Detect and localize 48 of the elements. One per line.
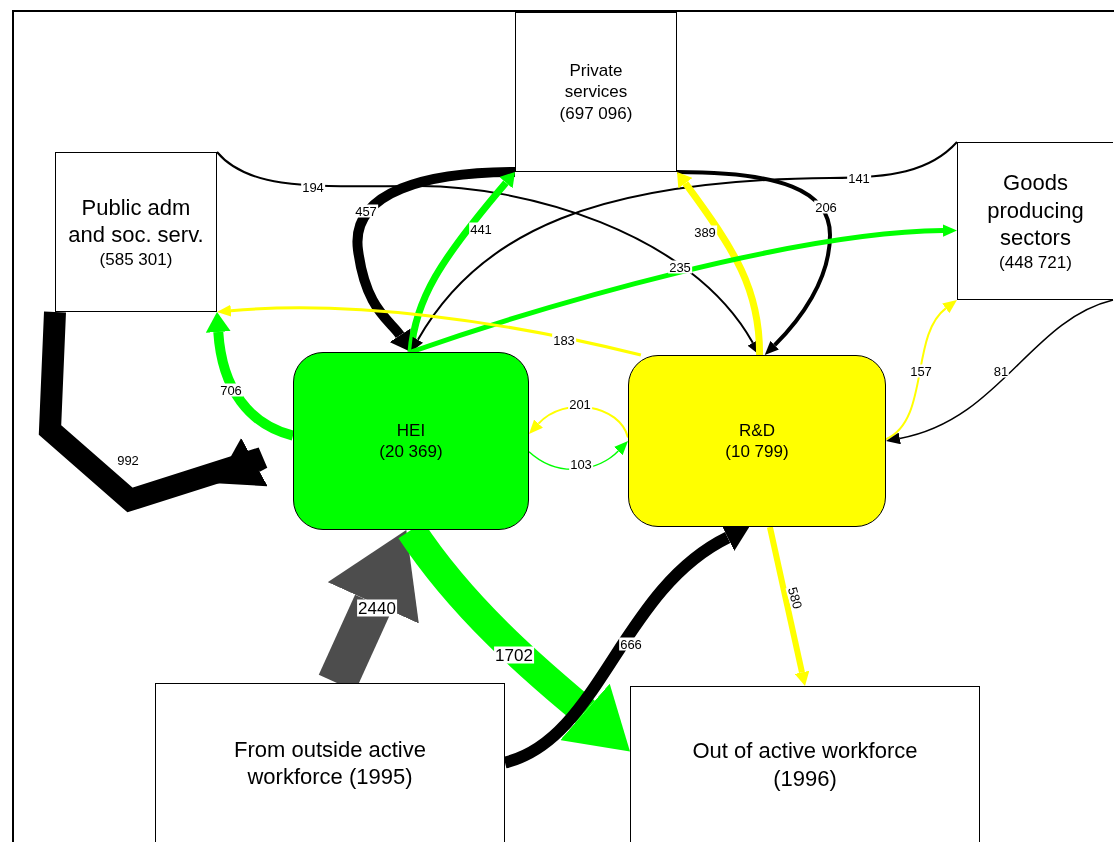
node-count: (697 096)	[559, 102, 633, 124]
node-title: HEI	[396, 419, 426, 441]
edge-label: 141	[847, 171, 871, 185]
edge-label: 235	[668, 260, 692, 274]
edge-label: 103	[569, 457, 593, 471]
edge-label: 666	[619, 637, 643, 651]
edge-label: 194	[301, 180, 325, 194]
flow-arrow	[528, 441, 629, 470]
edge-label: 183	[552, 333, 576, 347]
edge-label: 1702	[494, 646, 534, 664]
workforce-box	[630, 686, 980, 842]
workforce-box	[155, 683, 505, 842]
flow-arrow	[886, 299, 1114, 445]
flow-arrow	[205, 312, 295, 441]
node-title: R&D	[739, 419, 775, 441]
node-title: Out of active workforce (1996)	[691, 737, 919, 792]
edge-label: 441	[469, 222, 493, 236]
edge-label: 81	[992, 364, 1010, 378]
sector-box	[55, 152, 217, 312]
edge-label: 389	[693, 225, 717, 239]
node-count: (585 301)	[99, 248, 173, 271]
flow-arrow	[766, 526, 810, 686]
flow-arrow	[677, 171, 764, 356]
edge-label: 201	[568, 397, 592, 411]
node-count: (10 799)	[725, 441, 789, 463]
edge-label: 2440	[357, 599, 397, 617]
edge-label: 157	[909, 364, 933, 378]
node-count: (20 369)	[379, 441, 443, 463]
sector-box	[957, 142, 1113, 300]
sector-box	[515, 12, 677, 172]
edge-label: 706	[219, 383, 243, 397]
edge-label: 457	[354, 204, 378, 218]
flow-arrow	[217, 304, 642, 357]
edge-label: 992	[116, 453, 140, 467]
flow-arrow	[676, 170, 832, 356]
flow-arrow	[410, 141, 958, 352]
edge-label: 206	[814, 200, 838, 214]
node-title: Private services	[563, 60, 629, 103]
flow-arrow	[407, 171, 515, 353]
node-title: Public adm and soc. serv.	[67, 193, 205, 249]
node-title: From outside active workforce (1995)	[233, 735, 427, 791]
flow-arrow	[528, 405, 629, 439]
node-count: (448 721)	[999, 251, 1072, 273]
flow-arrow	[352, 167, 516, 352]
node-title: Goods producing sectors	[986, 169, 1085, 252]
flow-arrow	[885, 298, 956, 441]
rd-box	[628, 355, 886, 527]
hei-box	[293, 352, 529, 530]
